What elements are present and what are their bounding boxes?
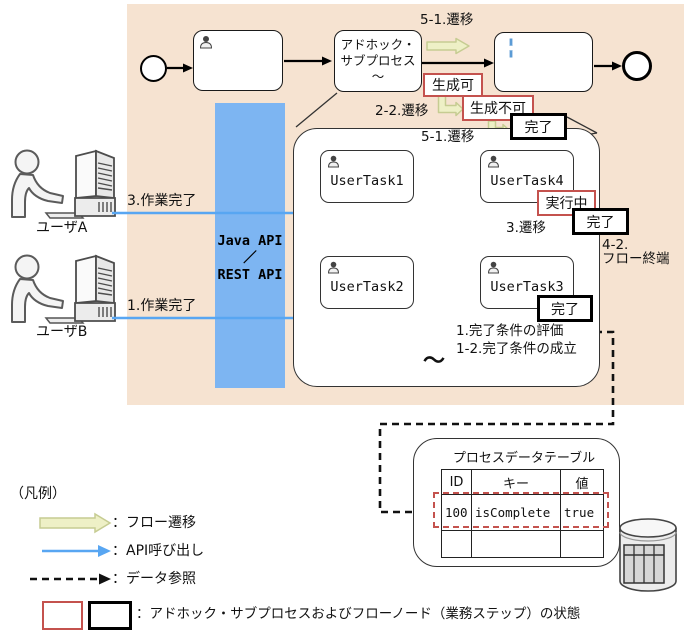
process-data-table-title: プロセスデータテーブル: [452, 451, 596, 466]
api-bar: Java API ／ REST API: [215, 103, 285, 388]
legend-red-state-box: [42, 601, 83, 630]
condition-met-label: 1-2.完了条件の成立: [456, 341, 577, 357]
task-label: UserTask3: [490, 279, 564, 295]
transition-label-3: 3.遷移: [506, 220, 546, 236]
user-a-action: 3.作業完了: [127, 193, 197, 209]
column-header-key: キー: [471, 470, 560, 494]
transition-label-2-2: 2-2.遷移: [375, 103, 429, 119]
legend-flow-label: ：フロー遷移: [112, 515, 196, 531]
legend-black-state-box: [88, 601, 132, 630]
container-ellipsis: ～: [423, 349, 446, 374]
adhoc-label-line1: アドホック・: [340, 36, 416, 52]
user-a-name: ユーザA: [36, 220, 88, 236]
empty-cell: [471, 530, 560, 557]
legend-flow-arrow: [39, 512, 112, 534]
flow-end-label-line1: 4-2.: [602, 237, 629, 253]
condition-eval-label: 1.完了条件の評価: [456, 323, 564, 339]
transition-label-5-1: 5-1.遷移: [421, 129, 475, 145]
service-task-node: [494, 32, 593, 92]
user-b-action: 1.作業完了: [127, 298, 197, 314]
adhoc-label-line2: サブプロセス: [340, 52, 416, 68]
user-icon: [327, 155, 340, 168]
legend-data-label: ：データ参照: [112, 571, 196, 587]
api-bar-label: Java API ／ REST API: [215, 233, 285, 284]
table-grid-icon: [623, 544, 665, 584]
keyboard-icon: [44, 212, 85, 219]
computer-icon: [74, 149, 116, 217]
legend-state-label: ：アドホック・サブプロセスおよびフローノード（業務ステップ）の状態: [136, 606, 581, 622]
api-bar-separator: ／: [243, 249, 257, 266]
state-completed-task3: 完了: [537, 295, 593, 322]
computer-icon: [74, 254, 116, 322]
gear-icon: [508, 38, 514, 58]
api-bar-line2: REST API: [217, 266, 283, 283]
legend-data-arrow: [30, 573, 111, 585]
user-icon: [327, 261, 340, 274]
task-usertask2: UserTask2: [320, 256, 414, 309]
keyboard-icon: [44, 317, 85, 324]
flow-end-label-line2: フロー終端: [602, 251, 670, 267]
user-icon: [487, 261, 500, 274]
legend-api-arrow: [42, 545, 111, 557]
highlighted-row-outline: [433, 492, 609, 528]
task-usertask1: UserTask1: [320, 150, 414, 203]
legend-title: （凡例）: [10, 486, 66, 502]
person-icon: [11, 149, 64, 218]
user-b-figure: [11, 254, 116, 324]
column-header-value: 値: [560, 470, 603, 494]
empty-cell: [442, 530, 471, 557]
task-label: UserTask1: [330, 173, 404, 189]
empty-cell: [560, 530, 603, 557]
person-icon: [11, 254, 64, 323]
user-b-name: ユーザB: [36, 324, 88, 340]
user-icon: [487, 155, 500, 168]
state-creatable: 生成可: [423, 73, 483, 97]
adhoc-label-line3: ～: [371, 69, 385, 85]
user-task-node: [193, 30, 283, 91]
database-icon: [619, 518, 677, 592]
task-label: UserTask4: [490, 173, 564, 189]
task-label: UserTask2: [330, 279, 404, 295]
adhoc-subprocess-node: アドホック・ サブプロセス ～: [334, 30, 422, 92]
column-header-id: ID: [449, 474, 464, 490]
start-event: [140, 55, 167, 82]
legend-api-label: ：API呼び出し: [112, 543, 205, 559]
state-completed-task4: 完了: [572, 208, 629, 235]
end-event: [622, 51, 652, 81]
api-bar-line1: Java API: [217, 233, 283, 249]
transition-label-top: 5-1.遷移: [420, 12, 474, 28]
state-completed-subprocess: 完了: [510, 113, 567, 140]
user-icon: [199, 36, 213, 49]
user-a-figure: [11, 149, 116, 219]
